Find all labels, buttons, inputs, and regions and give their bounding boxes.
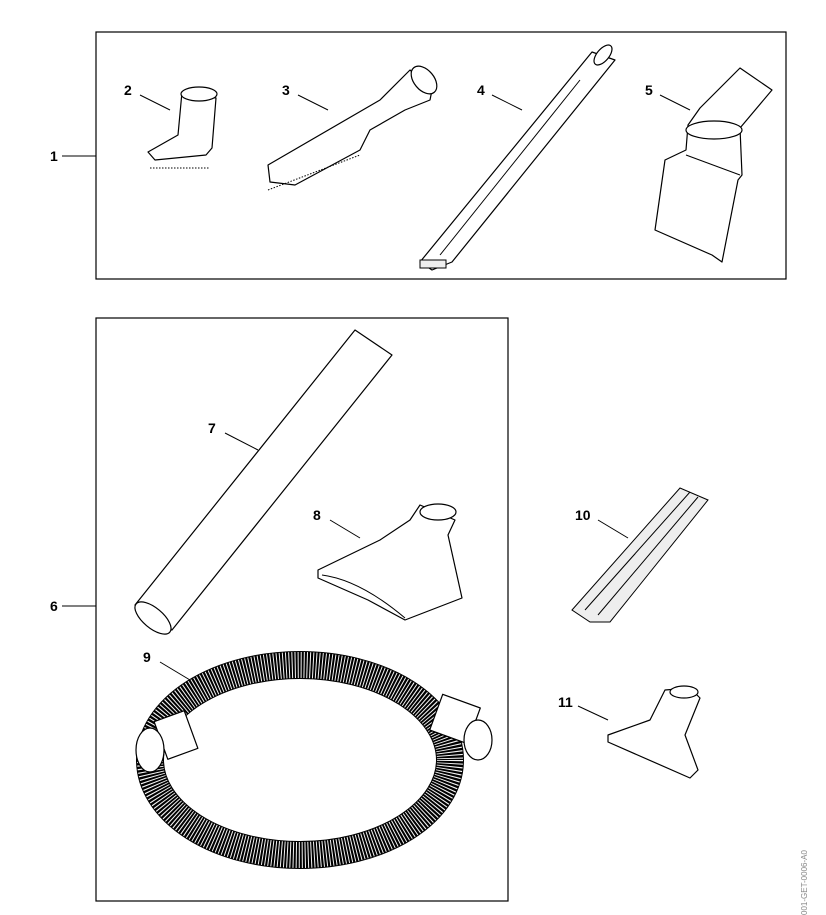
part-11-upholstery-nozzle [607, 685, 701, 779]
callout-9: 9 [143, 649, 151, 665]
callout-6: 6 [50, 598, 58, 614]
part-7-extension-tube [134, 329, 393, 635]
callout-10: 10 [575, 507, 591, 523]
callout-1: 1 [50, 148, 58, 164]
callout-8: 8 [313, 507, 321, 523]
callout-7: 7 [208, 420, 216, 436]
leader-lines [62, 94, 691, 721]
part-9-suction-hose [135, 651, 493, 869]
part-3-nozzle-brush [267, 65, 438, 191]
part-8-floor-nozzle [317, 503, 463, 621]
callout-3: 3 [282, 82, 290, 98]
group-box-6 [95, 317, 509, 902]
part-2-dust-brush [147, 86, 218, 169]
part-5-suction-nozzle [654, 67, 773, 263]
callout-5: 5 [645, 82, 653, 98]
callout-4: 4 [477, 82, 485, 98]
drawing-code: 001-GET-0006-A0 [800, 850, 809, 915]
part-4-crevice-nozzle [419, 44, 616, 271]
part-10-crevice-tool [571, 487, 709, 623]
callout-2: 2 [124, 82, 132, 98]
callout-11: 11 [558, 694, 573, 710]
